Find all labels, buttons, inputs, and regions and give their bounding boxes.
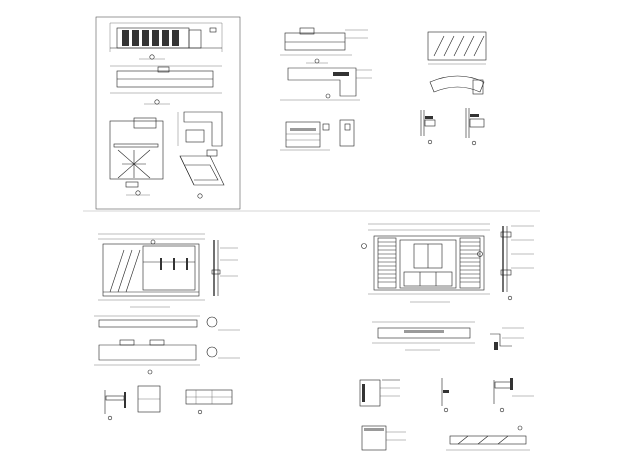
sheet-1-l-detail: [177, 111, 223, 147]
sheet-2-cabinet: [280, 119, 355, 151]
sheet-4-side-section: [211, 240, 238, 296]
sheet-4-details: [104, 385, 233, 421]
sheet-1-elevation: [109, 22, 223, 60]
drawing-sheet-4: [94, 233, 240, 421]
sheet-2-elevation: [280, 27, 368, 64]
drawing-sheet-3: [420, 31, 487, 146]
sheet-3-curved-plan: [429, 75, 485, 95]
sheet-5-left-louver: [377, 237, 397, 289]
sheet-2-counter: [280, 67, 372, 101]
sheet-5-elevation: [361, 223, 490, 303]
sheet-1-section: [109, 117, 164, 196]
sheet-1-diamond-detail: [179, 149, 225, 199]
sheet-3-hatched-panel: [427, 31, 487, 65]
drawing-sheet-2: [280, 27, 372, 151]
sheet-5-plan-strip: [372, 321, 524, 351]
sheet-5-right-louver: [459, 237, 481, 289]
sheet-1-plan: [110, 65, 222, 105]
sheet-5-details: [359, 378, 534, 451]
drawing-sheet-5: [359, 223, 534, 451]
sheet-5-side-section: [500, 225, 534, 301]
sheet-3-details: [420, 108, 485, 146]
drawing-sheet-1: [95, 16, 241, 210]
sheet-4-plan-strips: [94, 315, 240, 375]
sheet-4-elevation: [98, 233, 205, 308]
